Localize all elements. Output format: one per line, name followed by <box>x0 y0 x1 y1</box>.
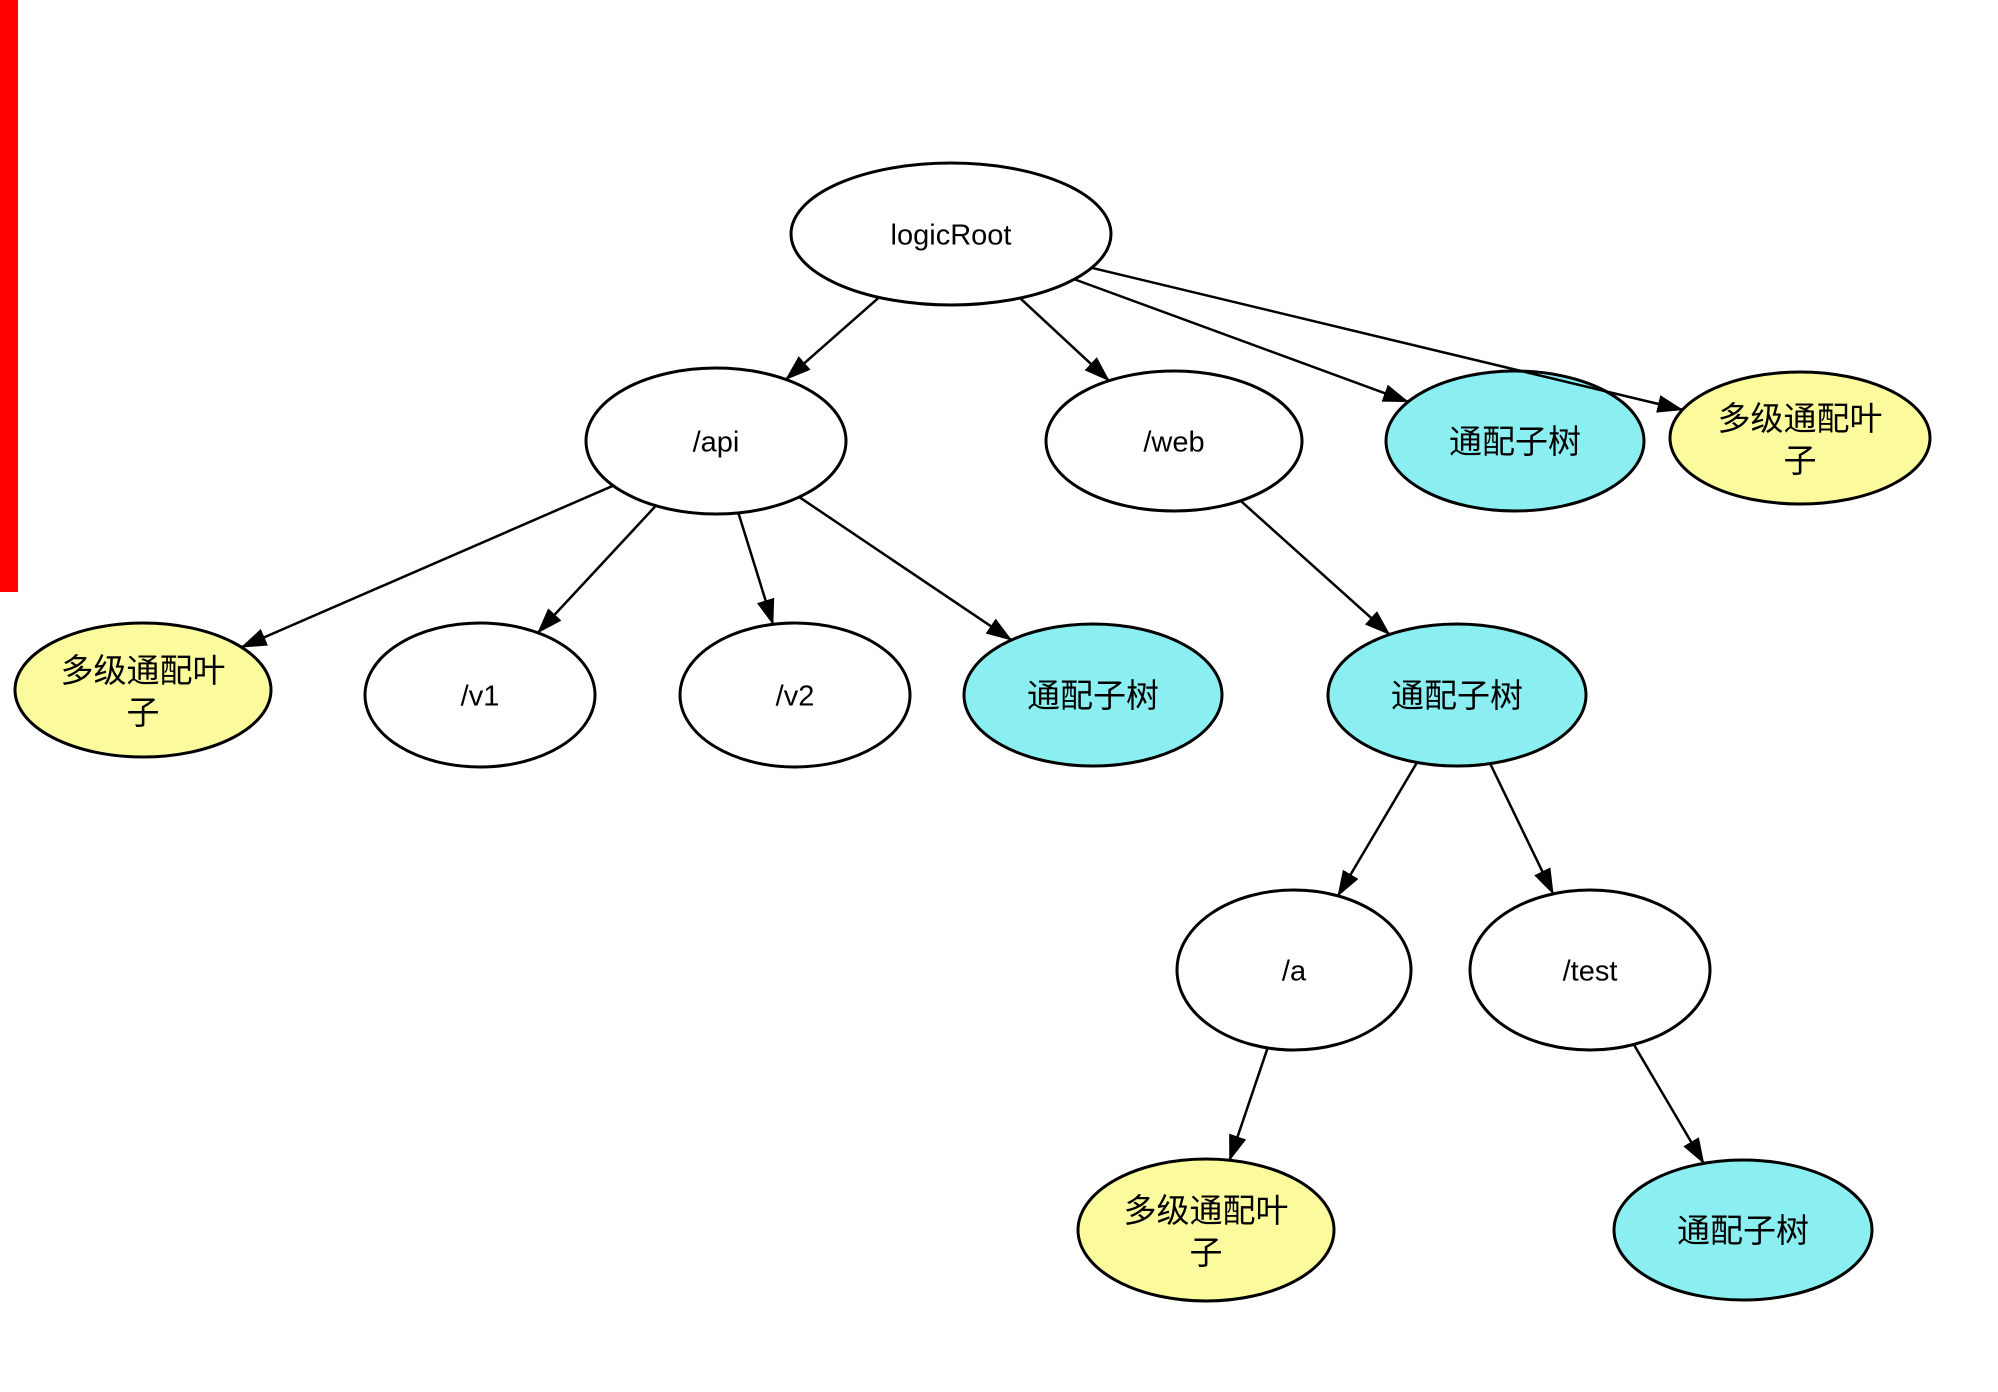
node-shape-wildcard_subtree <box>962 622 1224 768</box>
edges-layer <box>240 266 1705 1165</box>
edge-api-to-v1 <box>536 504 657 634</box>
node-ml-top-right: 多级通配叶子 <box>1668 370 1932 506</box>
edge-web-to-wc-web <box>1239 499 1391 636</box>
node-v2: /v2 <box>678 621 912 769</box>
node-label-ml-bottom: 多级通配叶子 <box>1124 1192 1289 1271</box>
node-label-wc-bottom: 通配子树 <box>1677 1212 1809 1249</box>
node-test: /test <box>1468 888 1712 1052</box>
edge-api-to-wc-mid <box>798 496 1013 642</box>
node-wc-bottom: 通配子树 <box>1612 1158 1874 1302</box>
node-shape-wildcard_subtree <box>1612 1158 1874 1302</box>
node-wc-mid: 通配子树 <box>962 622 1224 768</box>
node-ml-left: 多级通配叶子 <box>13 621 273 759</box>
node-shape-wildcard_subtree <box>1384 369 1646 513</box>
edge-a-to-ml-bottom <box>1228 1047 1269 1162</box>
node-label-wc-web: 通配子树 <box>1391 677 1523 714</box>
node-label-ml-left: 多级通配叶子 <box>61 652 226 731</box>
node-shape-multilevel_wildcard_leaf <box>1076 1157 1336 1303</box>
node-shape-wildcard_subtree <box>1326 622 1588 768</box>
edge-wc-web-to-a <box>1336 761 1419 897</box>
red-edge-strip <box>0 0 18 592</box>
edge-wc-web-to-test <box>1489 763 1555 895</box>
node-shape-path <box>678 621 912 769</box>
node-label-api: /api <box>693 426 740 458</box>
edge-logicRoot-to-web <box>1019 297 1110 382</box>
node-label-wc-mid: 通配子树 <box>1027 677 1159 714</box>
node-label-wc-top: 通配子树 <box>1449 423 1581 460</box>
node-shape-multilevel_wildcard_leaf <box>13 621 273 759</box>
node-label-logicRoot: logicRoot <box>891 219 1012 251</box>
node-label-v1: /v1 <box>461 680 500 712</box>
node-web: /web <box>1044 369 1304 513</box>
edge-logicRoot-to-api <box>785 296 880 381</box>
node-shape-path <box>1468 888 1712 1052</box>
node-v1: /v1 <box>363 621 597 769</box>
node-label-a: /a <box>1282 955 1307 987</box>
node-shape-multilevel_wildcard_leaf <box>1668 370 1932 506</box>
edge-test-to-wc-bottom <box>1632 1043 1705 1165</box>
edge-logicRoot-to-ml-top-right <box>1091 266 1684 413</box>
node-wc-top: 通配子树 <box>1384 369 1646 513</box>
node-api: /api <box>584 366 848 516</box>
node-label-v2: /v2 <box>776 680 815 712</box>
node-label-ml-top-right: 多级通配叶子 <box>1718 400 1883 479</box>
node-logicRoot: logicRoot <box>789 161 1113 307</box>
node-shape-path <box>1175 888 1413 1052</box>
edge-logicRoot-to-wc-top <box>1073 278 1410 403</box>
node-shape-path <box>363 621 597 769</box>
node-label-web: /web <box>1143 426 1204 458</box>
edge-api-to-v2 <box>737 512 775 626</box>
edge-api-to-ml-left <box>240 484 614 649</box>
node-wc-web: 通配子树 <box>1326 622 1588 768</box>
node-a: /a <box>1175 888 1413 1052</box>
node-label-test: /test <box>1563 955 1618 987</box>
node-shape-path <box>1044 369 1304 513</box>
node-shape-path <box>584 366 848 516</box>
node-shape-path <box>789 161 1113 307</box>
node-ml-bottom: 多级通配叶子 <box>1076 1157 1336 1303</box>
